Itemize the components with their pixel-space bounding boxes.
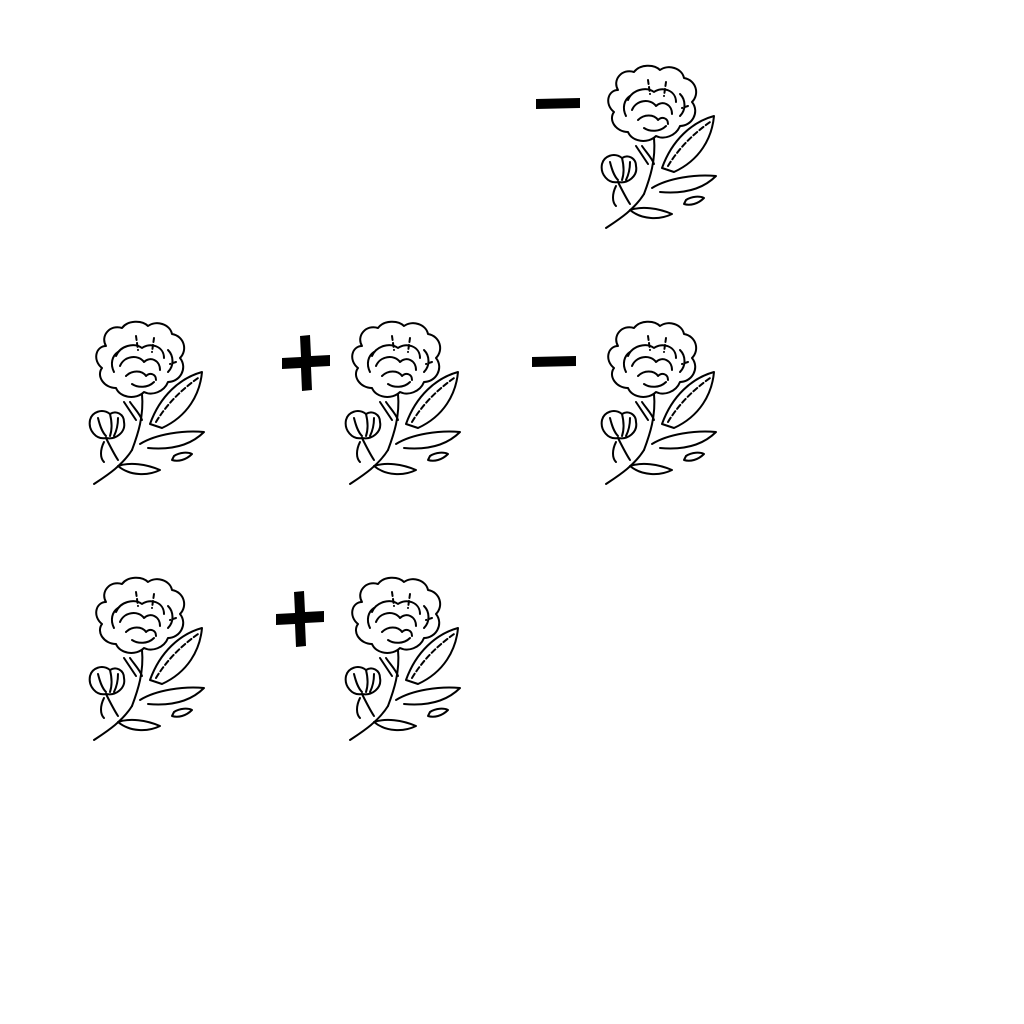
rose-icon bbox=[76, 572, 216, 752]
rose-icon bbox=[588, 316, 728, 496]
minus-icon bbox=[526, 330, 582, 394]
rose-icon bbox=[588, 60, 728, 240]
rose-icon bbox=[332, 572, 472, 752]
plus-icon bbox=[272, 586, 328, 650]
rose-icon bbox=[332, 316, 472, 496]
rose-icon bbox=[76, 316, 216, 496]
plus-icon bbox=[278, 330, 334, 394]
minus-icon bbox=[530, 72, 586, 136]
